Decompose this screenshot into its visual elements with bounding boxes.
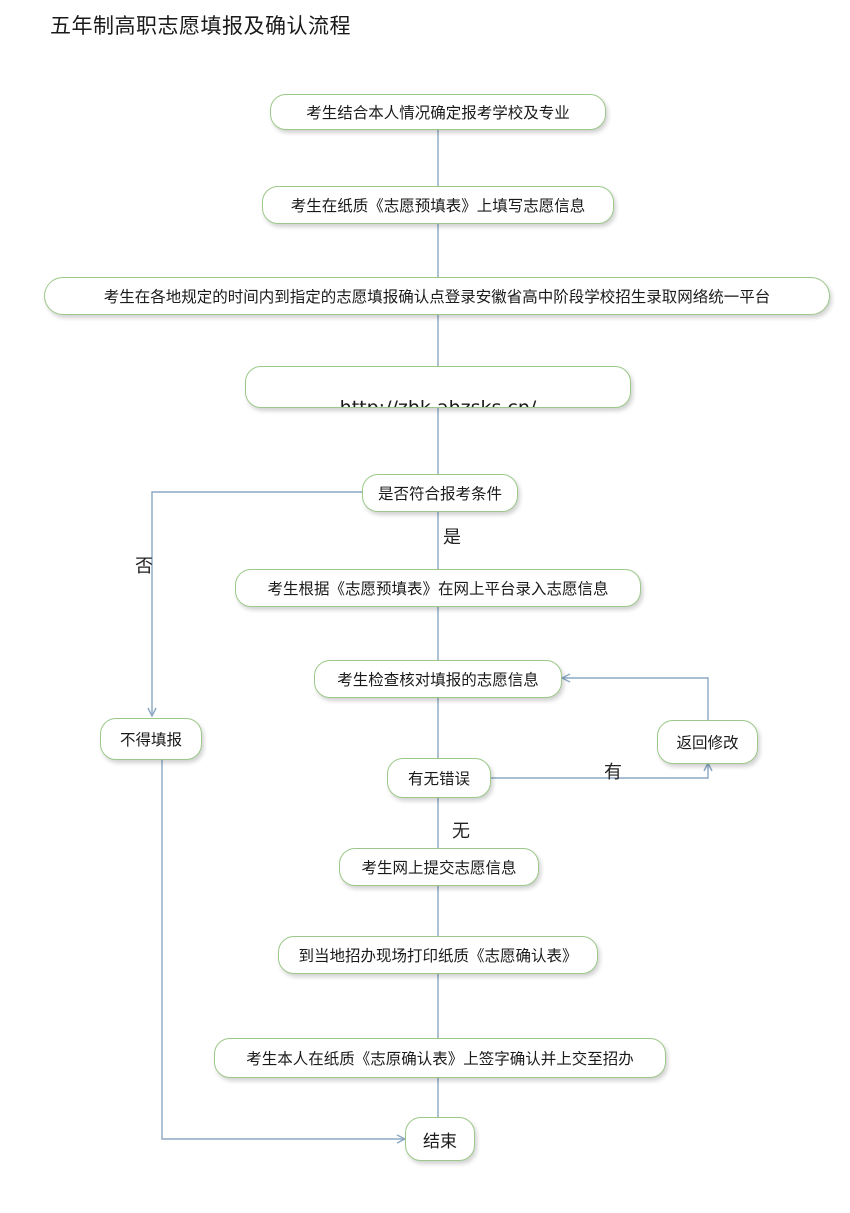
step-fill-paper-form: 考生在纸质《志愿预填表》上填写志愿信息 bbox=[262, 186, 614, 224]
connector-has-error bbox=[490, 763, 708, 779]
step-end: 结束 bbox=[405, 1117, 475, 1161]
label-yes: 是 bbox=[443, 527, 461, 548]
step-print-confirm: 到当地招办现场打印纸质《志愿确认表》 bbox=[278, 936, 598, 974]
connector-no-branch bbox=[152, 491, 362, 716]
label-no: 否 bbox=[135, 556, 153, 577]
step-return-modify: 返回修改 bbox=[657, 720, 758, 764]
step-enter-online: 考生根据《志愿预填表》在网上平台录入志愿信息 bbox=[235, 569, 641, 607]
result-not-allowed: 不得填报 bbox=[100, 718, 202, 760]
platform-url-text: http://zhk.ahzsks.cn/ bbox=[339, 397, 537, 408]
step-determine-school: 考生结合本人情况确定报考学校及专业 bbox=[270, 94, 606, 130]
step-sign-submit: 考生本人在纸质《志原确认表》上签字确认并上交至招办 bbox=[214, 1038, 666, 1078]
page-title: 五年制高职志愿填报及确认流程 bbox=[50, 14, 351, 38]
decision-eligible: 是否符合报考条件 bbox=[362, 474, 518, 512]
platform-url: http://zhk.ahzsks.cn/ bbox=[245, 366, 631, 408]
connector-reject-end bbox=[161, 760, 405, 1139]
label-has-error: 有 bbox=[604, 762, 622, 783]
step-submit-online: 考生网上提交志愿信息 bbox=[339, 848, 539, 886]
label-no-error: 无 bbox=[452, 821, 470, 842]
step-check-info: 考生检查核对填报的志愿信息 bbox=[314, 660, 562, 698]
connector-revise-back bbox=[562, 678, 709, 720]
step-login-platform: 考生在各地规定的时间内到指定的志愿填报确认点登录安徽省高中阶段学校招生录取网络统… bbox=[44, 277, 830, 315]
decision-errors: 有无错误 bbox=[387, 758, 491, 798]
